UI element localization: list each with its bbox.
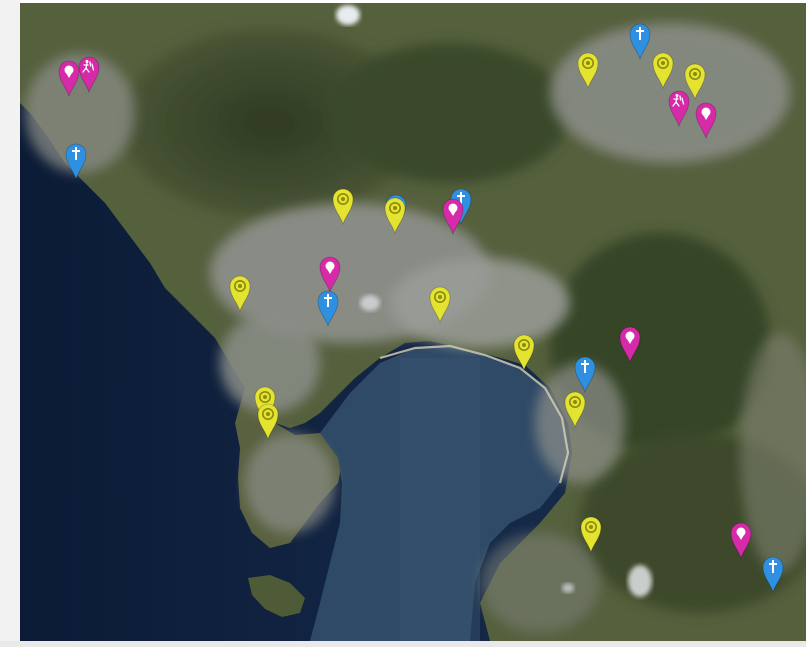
map-marker-poi[interactable] (684, 62, 706, 100)
urban-area-northwest (25, 53, 135, 173)
cloud (628, 565, 652, 597)
pin-shape (58, 60, 80, 97)
urban-area-northeast (550, 23, 790, 163)
pin-shape (317, 290, 339, 327)
runner-icon (672, 94, 685, 107)
pin-shape (730, 522, 752, 559)
pin-shape (442, 198, 464, 235)
urban-area-south (480, 533, 600, 633)
mountain-range-center (330, 43, 570, 183)
map-marker-poi[interactable] (332, 187, 354, 225)
map-marker-poi[interactable] (652, 51, 674, 89)
cross-icon (581, 360, 589, 373)
cross-icon (324, 294, 332, 307)
map-marker-poi[interactable] (564, 390, 586, 428)
island (248, 575, 305, 617)
location-icon (448, 203, 458, 216)
urban-area-costera (390, 258, 570, 348)
pin-shape (762, 556, 784, 593)
ring-icon (262, 408, 274, 420)
bay-tile-seam (400, 358, 480, 641)
bay (310, 346, 568, 641)
location-icon (325, 261, 335, 274)
location-icon (701, 107, 711, 120)
cross-icon (72, 147, 80, 160)
urban-area-east-edge (740, 333, 806, 573)
mountain-range-north (120, 28, 420, 218)
pin-shape (619, 326, 641, 363)
map-marker-poi[interactable] (229, 274, 251, 312)
ring-icon (569, 396, 581, 408)
satellite-map[interactable] (20, 3, 806, 641)
ring-icon (689, 68, 701, 80)
cloud (336, 5, 360, 25)
ring-icon (337, 193, 349, 205)
map-marker-poi[interactable] (619, 325, 641, 363)
pin-shape (695, 102, 717, 139)
location-icon (64, 65, 74, 78)
map-marker-church[interactable] (317, 289, 339, 327)
urban-area-icacos (535, 363, 625, 483)
map-marker-poi[interactable] (668, 89, 690, 127)
location-icon (625, 331, 635, 344)
map-marker-church[interactable] (65, 142, 87, 180)
runner-icon (82, 60, 95, 73)
ring-icon (234, 280, 246, 292)
location-icon (736, 527, 746, 540)
ring-icon (389, 202, 401, 214)
left-margin (0, 0, 20, 647)
map-marker-church[interactable] (574, 355, 596, 393)
pin-shape (574, 356, 596, 393)
map-marker-poi[interactable] (513, 333, 535, 371)
bottom-margin (0, 641, 806, 647)
urban-area-peninsula (245, 433, 335, 533)
map-marker-poi[interactable] (442, 197, 464, 235)
map-marker-poi[interactable] (319, 255, 341, 293)
pin-shape (65, 143, 87, 180)
map-marker-poi[interactable] (730, 521, 752, 559)
map-marker-poi[interactable] (577, 51, 599, 89)
ring-icon (518, 339, 530, 351)
ring-icon (434, 291, 446, 303)
map-marker-poi[interactable] (580, 515, 602, 553)
urban-area-west (220, 313, 320, 413)
pin-shape (319, 256, 341, 293)
map-marker-poi[interactable] (58, 59, 80, 97)
map-marker-church[interactable] (762, 555, 784, 593)
beach-line (379, 344, 570, 484)
pin-shape (78, 56, 100, 93)
map-marker-poi[interactable] (78, 55, 100, 93)
cloud (562, 583, 574, 593)
cross-icon (457, 192, 465, 205)
ring-icon (582, 57, 594, 69)
pin-shape (668, 90, 690, 127)
ring-icon (585, 521, 597, 533)
cross-icon (636, 27, 644, 40)
map-marker-church[interactable] (629, 22, 651, 60)
pin-shape (629, 23, 651, 60)
map-marker-poi[interactable] (257, 402, 279, 440)
cloud (360, 295, 380, 311)
cross-icon (769, 560, 777, 573)
map-marker-poi[interactable] (695, 101, 717, 139)
map-marker-poi[interactable] (429, 285, 451, 323)
ring-icon (657, 57, 669, 69)
map-marker-poi[interactable] (384, 196, 406, 234)
ring-icon (259, 391, 271, 403)
